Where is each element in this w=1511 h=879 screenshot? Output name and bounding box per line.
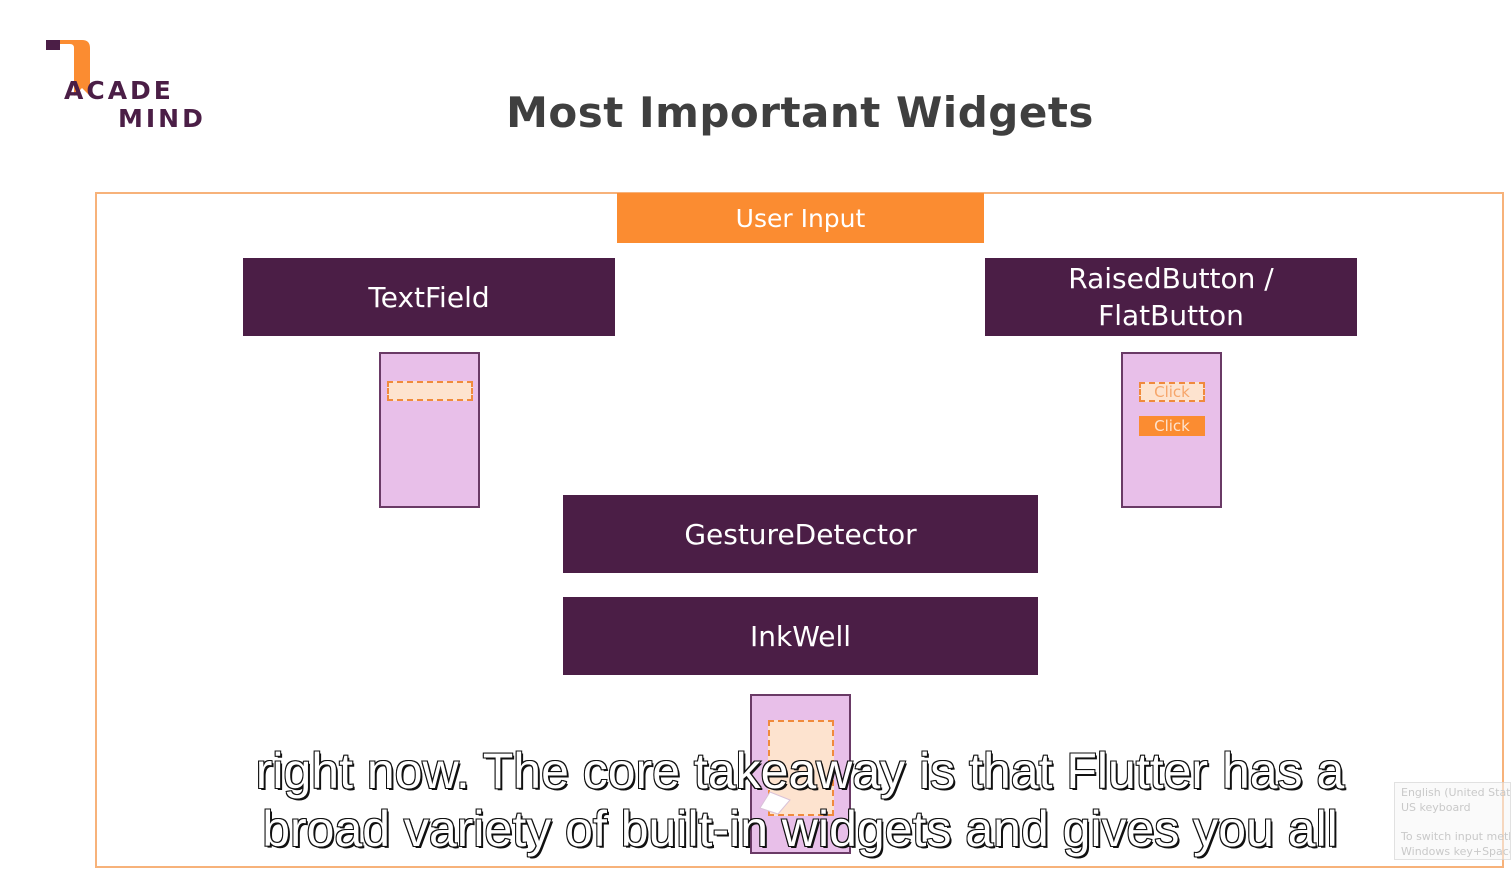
tap-ripple-icon [759, 791, 791, 815]
button-phone-mockup: Click Click [1121, 352, 1222, 508]
caption-line-1: right now. The core takeaway is that Flu… [255, 742, 1346, 800]
textfield-phone-mockup [379, 352, 480, 508]
logo-bookmark-icon [46, 40, 90, 96]
academind-logo: ACADE MIND [44, 38, 214, 138]
flat-button-mockup: Click [1139, 382, 1205, 402]
ime-keyboard: US keyboard [1401, 801, 1471, 814]
logo-text-line2: MIND [118, 104, 206, 133]
section-header-user-input: User Input [617, 193, 984, 243]
textfield-widget-box: TextField [243, 258, 615, 336]
logo-text-line1: ACADE [64, 76, 174, 105]
inkwell-phone-mockup [750, 694, 851, 854]
caption-line-2: broad variety of built-in widgets and gi… [261, 800, 1339, 858]
raised-button-mockup: Click [1139, 416, 1205, 436]
ime-language: English (United States) [1401, 786, 1511, 799]
slide-title: Most Important Widgets [506, 88, 1094, 137]
text-input-mockup [387, 381, 473, 401]
ime-switch-instruction: To switch input methods, [1401, 830, 1510, 843]
gesture-detector-widget-box: GestureDetector [563, 495, 1038, 573]
raised-flat-button-widget-box: RaisedButton / FlatButton [985, 258, 1357, 336]
ime-switch-shortcut: Windows key+Space. [1401, 845, 1511, 858]
input-method-hint: English (United States) US keyboard To s… [1394, 782, 1511, 860]
inkwell-widget-box: InkWell [563, 597, 1038, 675]
